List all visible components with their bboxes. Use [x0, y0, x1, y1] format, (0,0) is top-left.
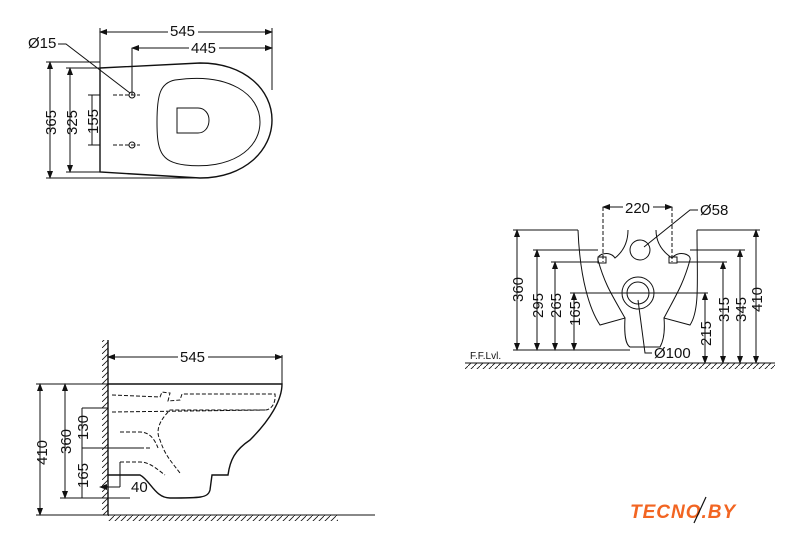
dim-295: 295 — [530, 293, 547, 318]
bowl-opening — [176, 107, 210, 134]
dim-445: 445 — [191, 40, 216, 57]
seat-outline — [156, 78, 261, 167]
front-view: 220 Ø58 Ø100 F.F.Lvl. 360 295 265 165 21… — [465, 199, 775, 369]
logo-text: TECNO.BY — [630, 502, 738, 523]
dim-220: 220 — [625, 200, 650, 217]
dim-165-side: 165 — [75, 463, 92, 488]
floor-level-label: F.F.Lvl. — [470, 351, 501, 362]
dim-dia-58: Ø58 — [700, 202, 728, 219]
dim-410-front: 410 — [749, 287, 766, 312]
dim-365: 365 — [43, 110, 60, 135]
bowl-outline — [99, 62, 273, 179]
dim-360-front: 360 — [510, 277, 527, 302]
dim-130: 130 — [75, 415, 92, 440]
dim-dia-100: Ø100 — [654, 345, 691, 362]
dim-325: 325 — [64, 110, 81, 135]
dim-165-front: 165 — [567, 301, 584, 326]
dim-265: 265 — [548, 293, 565, 318]
dim-40: 40 — [131, 479, 148, 496]
dim-360-side: 360 — [58, 429, 75, 454]
dim-345: 345 — [733, 297, 750, 322]
dim-155: 155 — [85, 109, 102, 134]
tecno-by-logo: TECNO.BY — [630, 496, 738, 524]
side-view: 545 410 360 130 165 40 — [34, 340, 375, 521]
front-outline — [577, 229, 698, 348]
dim-410-side: 410 — [34, 440, 51, 465]
dim-315: 315 — [716, 297, 733, 322]
wall-hatch — [102, 340, 108, 515]
dim-545-top: 545 — [170, 23, 195, 40]
dim-hole-dia: Ø15 — [28, 35, 56, 52]
inlet-58 — [629, 239, 651, 261]
top-view: 545 445 Ø15 365 325 155 — [28, 22, 273, 179]
dim-545-side: 545 — [180, 349, 205, 366]
side-outline — [108, 383, 283, 499]
dim-215: 215 — [698, 321, 715, 346]
